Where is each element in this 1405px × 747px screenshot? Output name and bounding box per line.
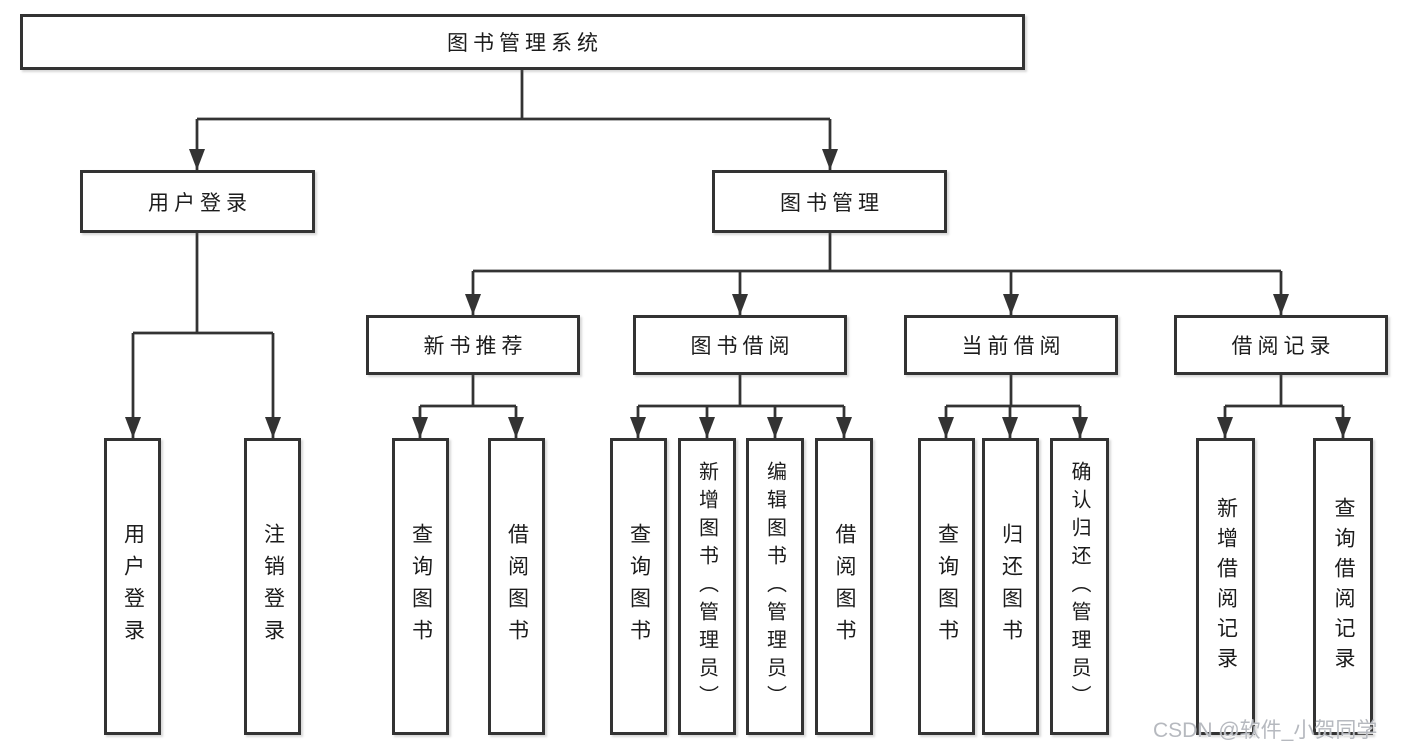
node-label: 借阅记录 [1231, 335, 1336, 358]
node-borrowing-records: 借阅记录 [1174, 315, 1388, 375]
leaf-query-books-recommend: 查询图书 [392, 438, 449, 735]
leaf-query-books-current: 查询图书 [918, 438, 975, 735]
node-book-management: 图书管理 [712, 170, 947, 233]
node-label: 注销登录 [261, 522, 285, 651]
node-new-book-recommendation: 新书推荐 [366, 315, 580, 375]
connector-borrowing-records-split [1225, 375, 1343, 408]
leaf-add-books-admin: 新增图书（管理员） [678, 438, 736, 735]
node-label: 当前借阅 [961, 335, 1066, 358]
node-label: 借阅图书 [505, 522, 529, 651]
node-label: 新书推荐 [423, 335, 528, 358]
node-label: 查询借阅记录 [1332, 496, 1355, 677]
leaf-borrow-books-borrowing: 借阅图书 [815, 438, 873, 735]
node-user-login: 用户登录 [80, 170, 315, 233]
node-label: 图书管理 [780, 191, 884, 215]
leaf-user-login: 用户登录 [104, 438, 161, 735]
node-label: 查询图书 [935, 522, 959, 651]
node-label: 用户登录 [148, 191, 252, 215]
node-label: 确认归还（管理员） [1068, 460, 1090, 713]
connector-new-book-split [420, 375, 516, 408]
node-label: 图书管理系统 [447, 32, 603, 55]
node-label: 新增图书（管理员） [695, 460, 718, 713]
node-label: 归还图书 [999, 522, 1023, 651]
leaf-return-books: 归还图书 [982, 438, 1039, 735]
leaf-logout: 注销登录 [244, 438, 301, 735]
node-label: 查询图书 [627, 522, 651, 651]
node-label: 图书借阅 [690, 335, 795, 358]
node-current-borrowing: 当前借阅 [904, 315, 1118, 375]
node-label: 查询图书 [409, 522, 433, 651]
leaf-edit-books-admin: 编辑图书（管理员） [746, 438, 804, 735]
node-label: 新增借阅记录 [1214, 496, 1238, 677]
connector-book-management-split [473, 233, 1281, 273]
leaf-add-borrow-record: 新增借阅记录 [1196, 438, 1255, 735]
connector-book-borrowing-split [638, 375, 844, 408]
node-label: 借阅图书 [833, 522, 856, 651]
connector-root-split [197, 70, 830, 121]
node-label: 编辑图书（管理员） [763, 460, 786, 713]
leaf-query-borrow-record: 查询借阅记录 [1313, 438, 1373, 735]
node-library-management-system: 图书管理系统 [20, 14, 1025, 70]
csdn-watermark: CSDN @软件_小贺同学 [1153, 719, 1378, 742]
node-label: 用户登录 [121, 522, 145, 651]
connector-current-borrowing-split [946, 375, 1080, 408]
leaf-confirm-return-admin: 确认归还（管理员） [1050, 438, 1109, 735]
leaf-query-books-borrowing: 查询图书 [610, 438, 667, 735]
connector-user-login-split [133, 233, 273, 335]
node-book-borrowing: 图书借阅 [633, 315, 847, 375]
leaf-borrow-books-recommend: 借阅图书 [488, 438, 545, 735]
